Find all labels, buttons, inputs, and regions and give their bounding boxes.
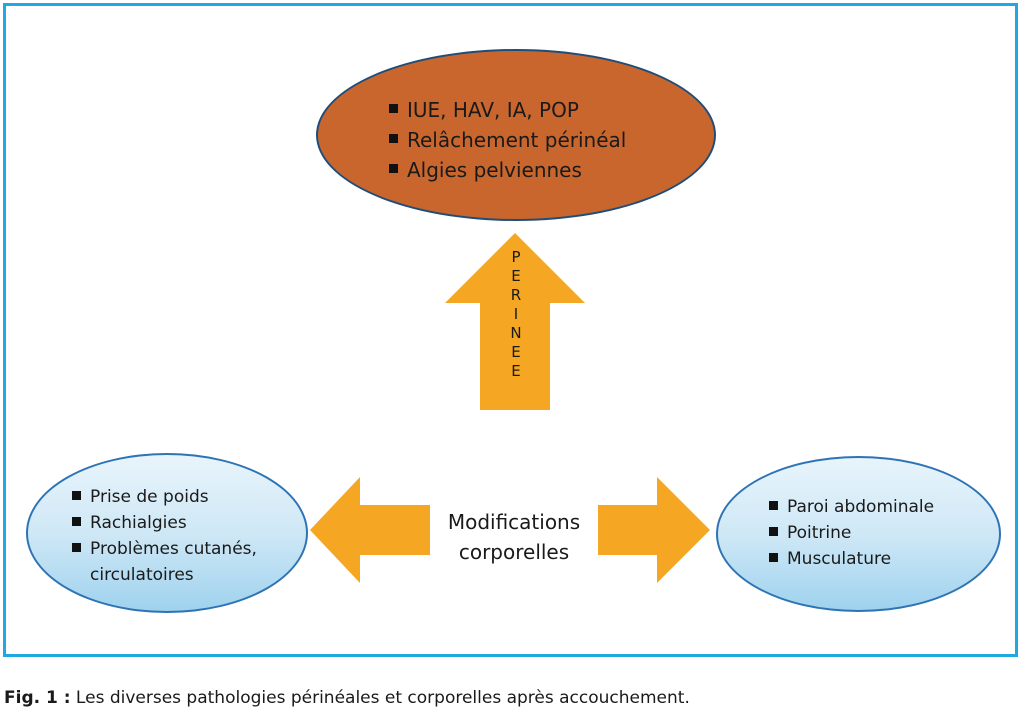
caption-label: Fig. 1 : [4, 688, 71, 708]
left-ellipse [26, 453, 308, 613]
list-item: Algies pelviennes [389, 155, 626, 185]
center-label: Modifications corporelles [447, 510, 581, 564]
caption-text: Les diverses pathologies périnéales et c… [70, 688, 690, 708]
list-item: Musculature [769, 546, 934, 572]
perinee-vertical-label: P E R I N E E [510, 248, 522, 380]
list-item: IUE, HAV, IA, POP [389, 95, 626, 125]
list-item: Problèmes cutanés, circulatoires [72, 536, 302, 588]
list-item: Poitrine [769, 520, 934, 546]
bullet-square-icon [389, 164, 398, 173]
list-item: Rachialgies [72, 510, 302, 536]
left-ellipse-list: Prise de poids Rachialgies Problèmes cut… [72, 484, 302, 588]
top-ellipse-list: IUE, HAV, IA, POP Relâchement périnéal A… [389, 95, 626, 185]
right-ellipse [716, 456, 1001, 612]
list-item: Paroi abdominale [769, 494, 934, 520]
right-ellipse-list: Paroi abdominale Poitrine Musculature [769, 494, 934, 572]
bullet-square-icon [769, 501, 778, 510]
bullet-square-icon [72, 517, 81, 526]
bullet-square-icon [769, 527, 778, 536]
bullet-square-icon [769, 553, 778, 562]
top-ellipse [316, 49, 716, 221]
right-arrow [598, 477, 710, 583]
left-arrow [310, 477, 430, 583]
bullet-square-icon [389, 134, 398, 143]
bullet-square-icon [389, 104, 398, 113]
bullet-square-icon [72, 543, 81, 552]
bullet-square-icon [72, 491, 81, 500]
list-item: Relâchement périnéal [389, 125, 626, 155]
list-item: Prise de poids [72, 484, 302, 510]
figure-caption: Fig. 1 : Les diverses pathologies périné… [4, 688, 690, 708]
up-arrow [445, 233, 585, 410]
